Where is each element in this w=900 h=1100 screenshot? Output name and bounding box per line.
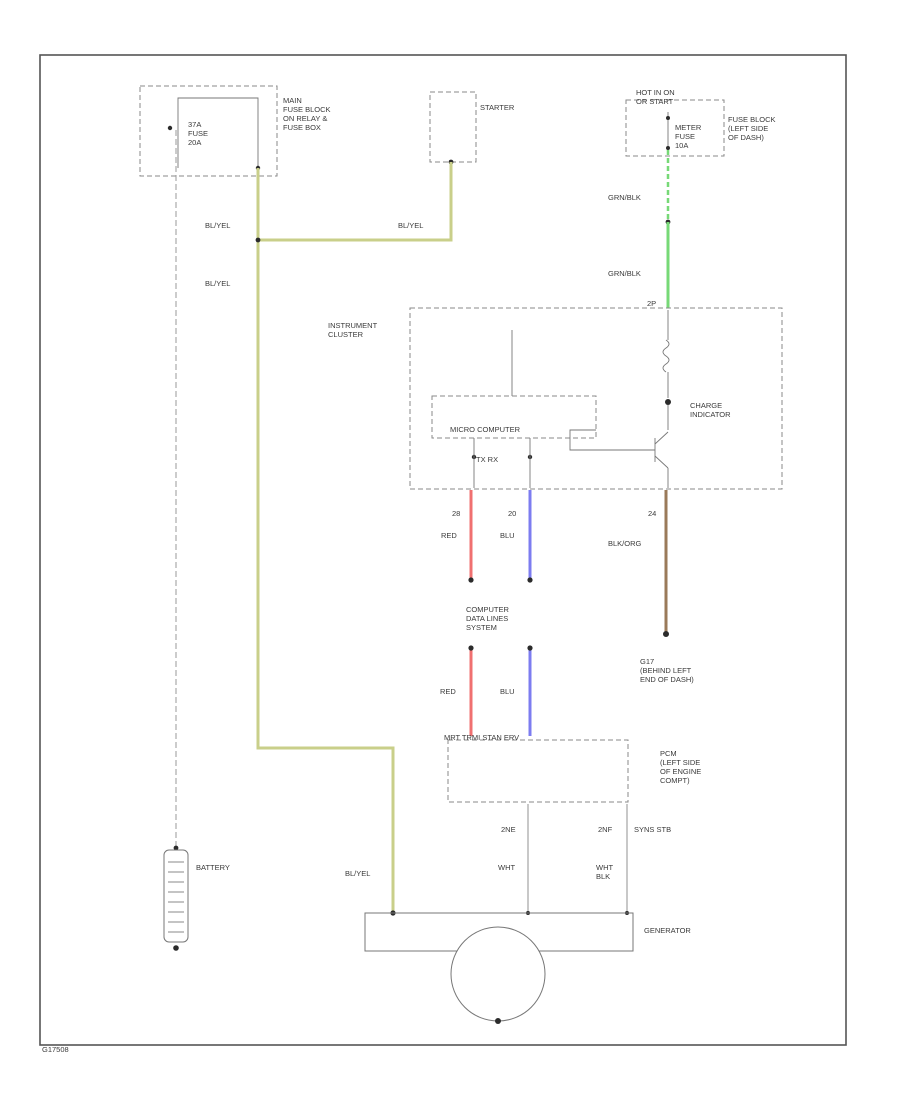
pin-20-label: 20 [508, 509, 516, 518]
pin-charge-label: SYNS STB [634, 825, 671, 834]
wire-label-blyel-1: BL/YEL [205, 221, 230, 230]
wire-label-blyel-3: BL/YEL [205, 279, 230, 288]
wire-label-red-2: RED [440, 687, 456, 696]
wire-label-blyel-4: BL/YEL [345, 869, 370, 878]
diagram-frame [39, 54, 847, 1046]
pin-28-label: 28 [452, 509, 460, 518]
wht-wires [526, 804, 629, 915]
grn-blk-wires [665, 150, 671, 308]
wire-label-wht: WHT [498, 863, 515, 872]
pin-2nf-label: 2NF [598, 825, 613, 834]
generator-label: GENERATOR [644, 926, 691, 935]
pin-24-label: 24 [648, 509, 656, 518]
pcm-pins-label: MRT TRMI STAN ERV [444, 733, 519, 742]
data-and-ground-wires [468, 490, 669, 736]
bl-yel-wires [255, 162, 453, 916]
pin-2p-label: 2P [647, 299, 656, 308]
starter-label: STARTER [480, 103, 515, 112]
wire-label-grnblk-1: GRN/BLK [608, 193, 641, 202]
battery: BATTERY [163, 845, 230, 951]
starter: STARTER [429, 91, 515, 165]
wire-label-blu-2: BLU [500, 687, 515, 696]
diagram-id: G17508 [42, 1045, 69, 1054]
wire-label-blu-1: BLU [500, 531, 515, 540]
wire-label-red-1: RED [441, 531, 457, 540]
wire-label-blyel-2: BL/YEL [398, 221, 423, 230]
micro-computer-box [431, 395, 597, 439]
micro-computer-label: MICRO COMPUTER [450, 425, 521, 434]
generator: GENERATOR [364, 912, 691, 1024]
wire-label-blkorg: BLK/ORG [608, 539, 642, 548]
tx-rx-label: TX RX [476, 455, 498, 464]
wire-label-grnblk-2: GRN/BLK [608, 269, 641, 278]
pin-2ne-label: 2NE [501, 825, 516, 834]
battery-label: BATTERY [196, 863, 230, 872]
